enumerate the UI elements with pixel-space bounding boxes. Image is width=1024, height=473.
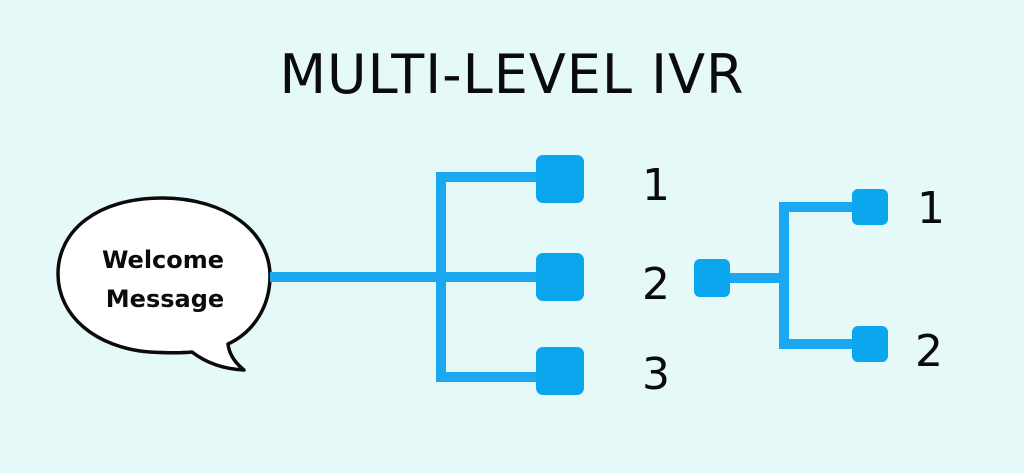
- diagram-title: MULTI-LEVEL IVR: [279, 43, 745, 106]
- level-2-connectors: [716, 202, 868, 349]
- sub-menu-node: [694, 259, 730, 297]
- option-node-1: [536, 155, 584, 203]
- sub-option-node-1: [852, 189, 888, 225]
- level-2-nodes: [694, 189, 888, 362]
- sub-option-label-2: 2: [915, 326, 943, 377]
- option-label-2: 2: [642, 259, 670, 310]
- option-label-3: 3: [642, 349, 670, 400]
- level-1-connectors: [270, 172, 556, 382]
- level-1-nodes: [536, 155, 584, 395]
- welcome-message-bubble: Welcome Message: [56, 196, 272, 372]
- bubble-line-2: Message: [106, 285, 224, 313]
- bubble-line-1: Welcome: [102, 246, 224, 274]
- bubble-shape: [56, 196, 272, 372]
- sub-option-label-1: 1: [917, 183, 945, 234]
- option-node-2: [536, 253, 584, 301]
- option-label-1: 1: [642, 160, 670, 211]
- sub-option-node-2: [852, 326, 888, 362]
- option-node-3: [536, 347, 584, 395]
